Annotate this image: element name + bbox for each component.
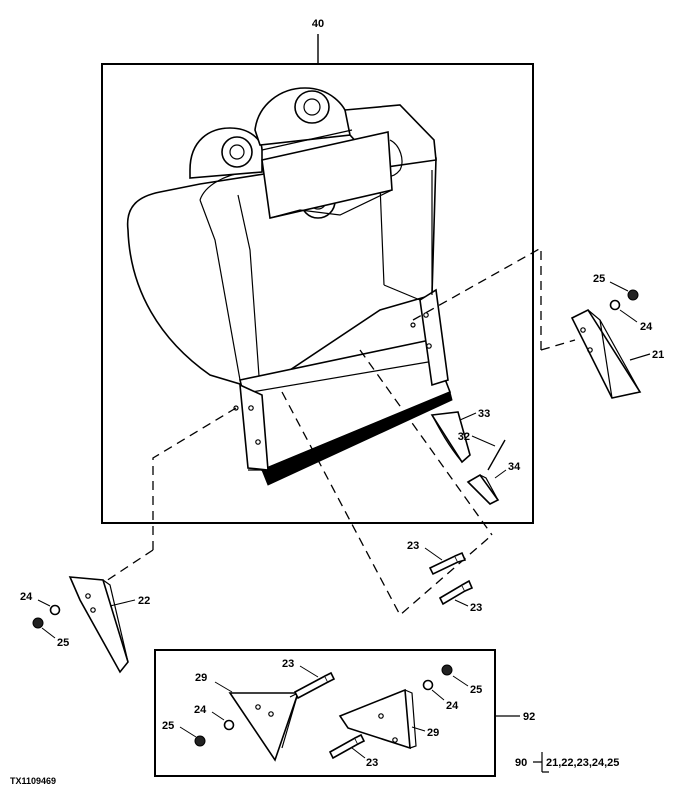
label-nut-left: 25 [57,637,69,649]
label-pin: 32 [458,431,470,443]
label-washer-left: 24 [20,591,33,603]
dash-left-corner [152,407,237,550]
kit-washer-right [422,679,434,691]
label-bolt-upper: 23 [407,540,419,552]
label-kit-washer-right: 24 [446,700,459,712]
label-plate-right: 29 [427,727,439,739]
label-bolt-lower: 23 [470,602,482,614]
washer-right [609,299,621,311]
kit-bolt-lower [328,733,366,760]
kit-frame [154,649,496,777]
retaining-pin [487,439,506,471]
label-corner-left: 22 [138,595,150,607]
kit-bolt-upper [293,671,336,700]
dash-right-corner-2 [540,339,576,351]
bolt-upper [428,551,467,576]
kit-plate-left [228,691,300,762]
label-kit-nut-left: 25 [162,720,174,732]
bolt-lower [438,579,474,606]
label-kit-bolt-upper: 23 [282,658,294,670]
label-nut-right: 25 [593,273,605,285]
label-adapter: 34 [508,461,521,473]
label-plate-left: 29 [195,672,207,684]
footer-bracket [533,752,549,773]
footer-parts-list: 21,22,23,24,25 [546,757,619,769]
label-corner-right: 21 [652,349,664,361]
kit-washer-left [223,719,235,731]
label-kit-washer-left: 24 [194,704,207,716]
label-tooth: 33 [478,408,490,420]
figure-id: TX1109469 [10,776,56,786]
kit-nut-right [441,664,453,676]
label-assembly: 40 [312,18,324,30]
footer-kit-number: 90 [515,757,527,769]
washer-left [49,604,61,616]
bucket [126,87,453,486]
kit-nut-left [194,735,206,747]
tooth-adapter [466,473,500,505]
bucket-tooth [430,411,471,464]
nut-right [627,289,639,301]
corner-cutter-right [570,308,642,399]
nut-left [32,617,44,629]
label-kit-nut-right: 25 [470,684,482,696]
label-kit-bolt-lower: 23 [366,757,378,769]
dash-right-corner [412,246,542,350]
label-washer-right: 24 [640,321,653,333]
dash-bolts-2 [359,349,493,536]
kit-plate-right [338,688,417,750]
label-kit: 92 [523,711,535,723]
corner-cutter-left [68,576,129,674]
dash-left-corner-2 [99,549,154,586]
